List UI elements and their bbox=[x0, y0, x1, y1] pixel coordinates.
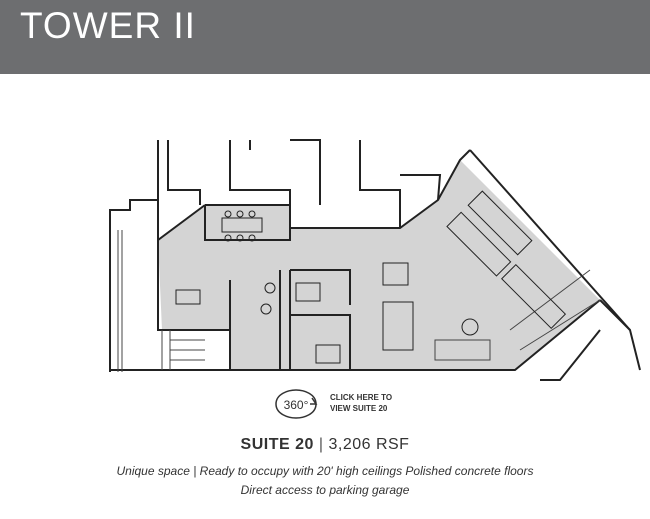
description-line-1: Unique space | Ready to occupy with 20' … bbox=[116, 464, 534, 478]
suite-name: SUITE 20 bbox=[240, 436, 314, 453]
rotate-360-icon: 360° bbox=[275, 389, 318, 419]
suite-size: 3,206 RSF bbox=[328, 436, 410, 453]
suite-area bbox=[158, 160, 600, 370]
suite-separator: | bbox=[318, 436, 324, 453]
suite-heading: SUITE 20 | 3,206 RSF bbox=[0, 436, 650, 454]
tour-line-2: VIEW SUITE 20 bbox=[330, 404, 388, 413]
interior-lines bbox=[117, 230, 601, 372]
page-title: TOWER II bbox=[20, 5, 196, 46]
tour-line-1: CLICK HERE TO bbox=[330, 393, 393, 402]
view-360-tour-button[interactable]: 360° CLICK HERE TO VIEW SUITE 20 bbox=[270, 384, 420, 424]
furniture bbox=[175, 190, 567, 364]
walls bbox=[109, 139, 641, 381]
description-line-2: Direct access to parking garage bbox=[240, 483, 410, 497]
header-bar: TOWER II bbox=[0, 0, 650, 74]
tour-link-text[interactable]: CLICK HERE TO VIEW SUITE 20 bbox=[330, 392, 420, 414]
badge-label: 360° bbox=[284, 398, 309, 412]
